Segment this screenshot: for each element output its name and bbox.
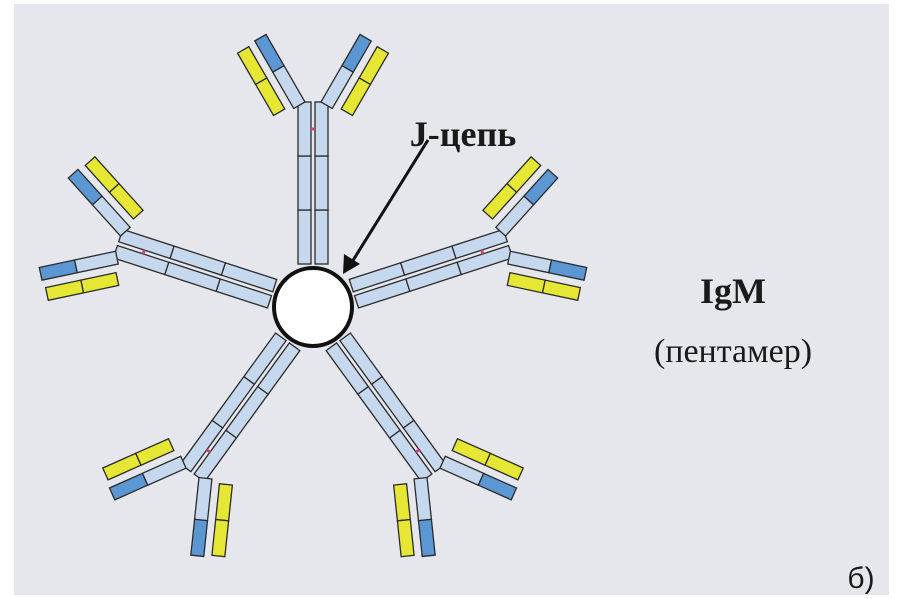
disulfide-bond	[416, 450, 419, 452]
light-chain-variable-domain	[397, 520, 414, 557]
heavy-chain-ch1-domain	[195, 478, 212, 521]
igm-monomer	[30, 150, 296, 366]
fab-arm	[321, 34, 389, 119]
light-chain-constant-domain	[507, 273, 545, 293]
light-chain-constant-domain	[216, 484, 233, 521]
heavy-chain-constant-domain	[315, 102, 328, 156]
heavy-chain-variable-domain	[549, 260, 587, 280]
disulfide-bond	[143, 250, 144, 254]
heavy-chain-constant-domain	[315, 156, 328, 210]
j-chain-circle	[274, 268, 352, 346]
heavy-chain-variable-domain	[191, 519, 208, 556]
light-chain-constant-domain	[394, 484, 411, 521]
heavy-chain-variable-domain	[418, 519, 435, 556]
heavy-chain-variable-domain	[39, 260, 77, 280]
fab-arm	[440, 437, 525, 500]
fab-arm	[237, 34, 305, 119]
heavy-chain-constant-domain	[298, 210, 311, 264]
heavy-chain-ch1-domain	[508, 251, 552, 272]
fab-arm	[39, 251, 122, 300]
light-chain-variable-domain	[212, 520, 229, 557]
j-chain-pointer	[343, 140, 428, 274]
disulfide-bond	[207, 450, 210, 452]
heavy-chain-ch1-domain	[74, 251, 118, 272]
fab-arm	[503, 251, 586, 300]
heavy-chain-constant-domain	[298, 156, 311, 210]
igm-label: IgM	[700, 271, 766, 311]
disulfide-bond	[482, 250, 483, 254]
j-chain-label: J-цепь	[410, 114, 517, 154]
fab-arm	[480, 155, 557, 236]
fab-arm	[101, 437, 186, 500]
light-chain-constant-domain	[81, 273, 119, 293]
igm-monomer	[237, 34, 390, 264]
heavy-chain-ch1-domain	[414, 478, 431, 521]
igm-monomer	[330, 150, 596, 366]
fab-arm	[393, 478, 435, 559]
light-chain-variable-domain	[46, 280, 84, 300]
panel-letter: б)	[847, 562, 874, 595]
fab-arm	[191, 478, 233, 559]
pentamer-label: (пентамер)	[654, 333, 812, 370]
heavy-chain-constant-domain	[315, 210, 328, 264]
heavy-chain-constant-domain	[298, 102, 311, 156]
fab-arm	[68, 155, 145, 236]
light-chain-variable-domain	[542, 280, 580, 300]
